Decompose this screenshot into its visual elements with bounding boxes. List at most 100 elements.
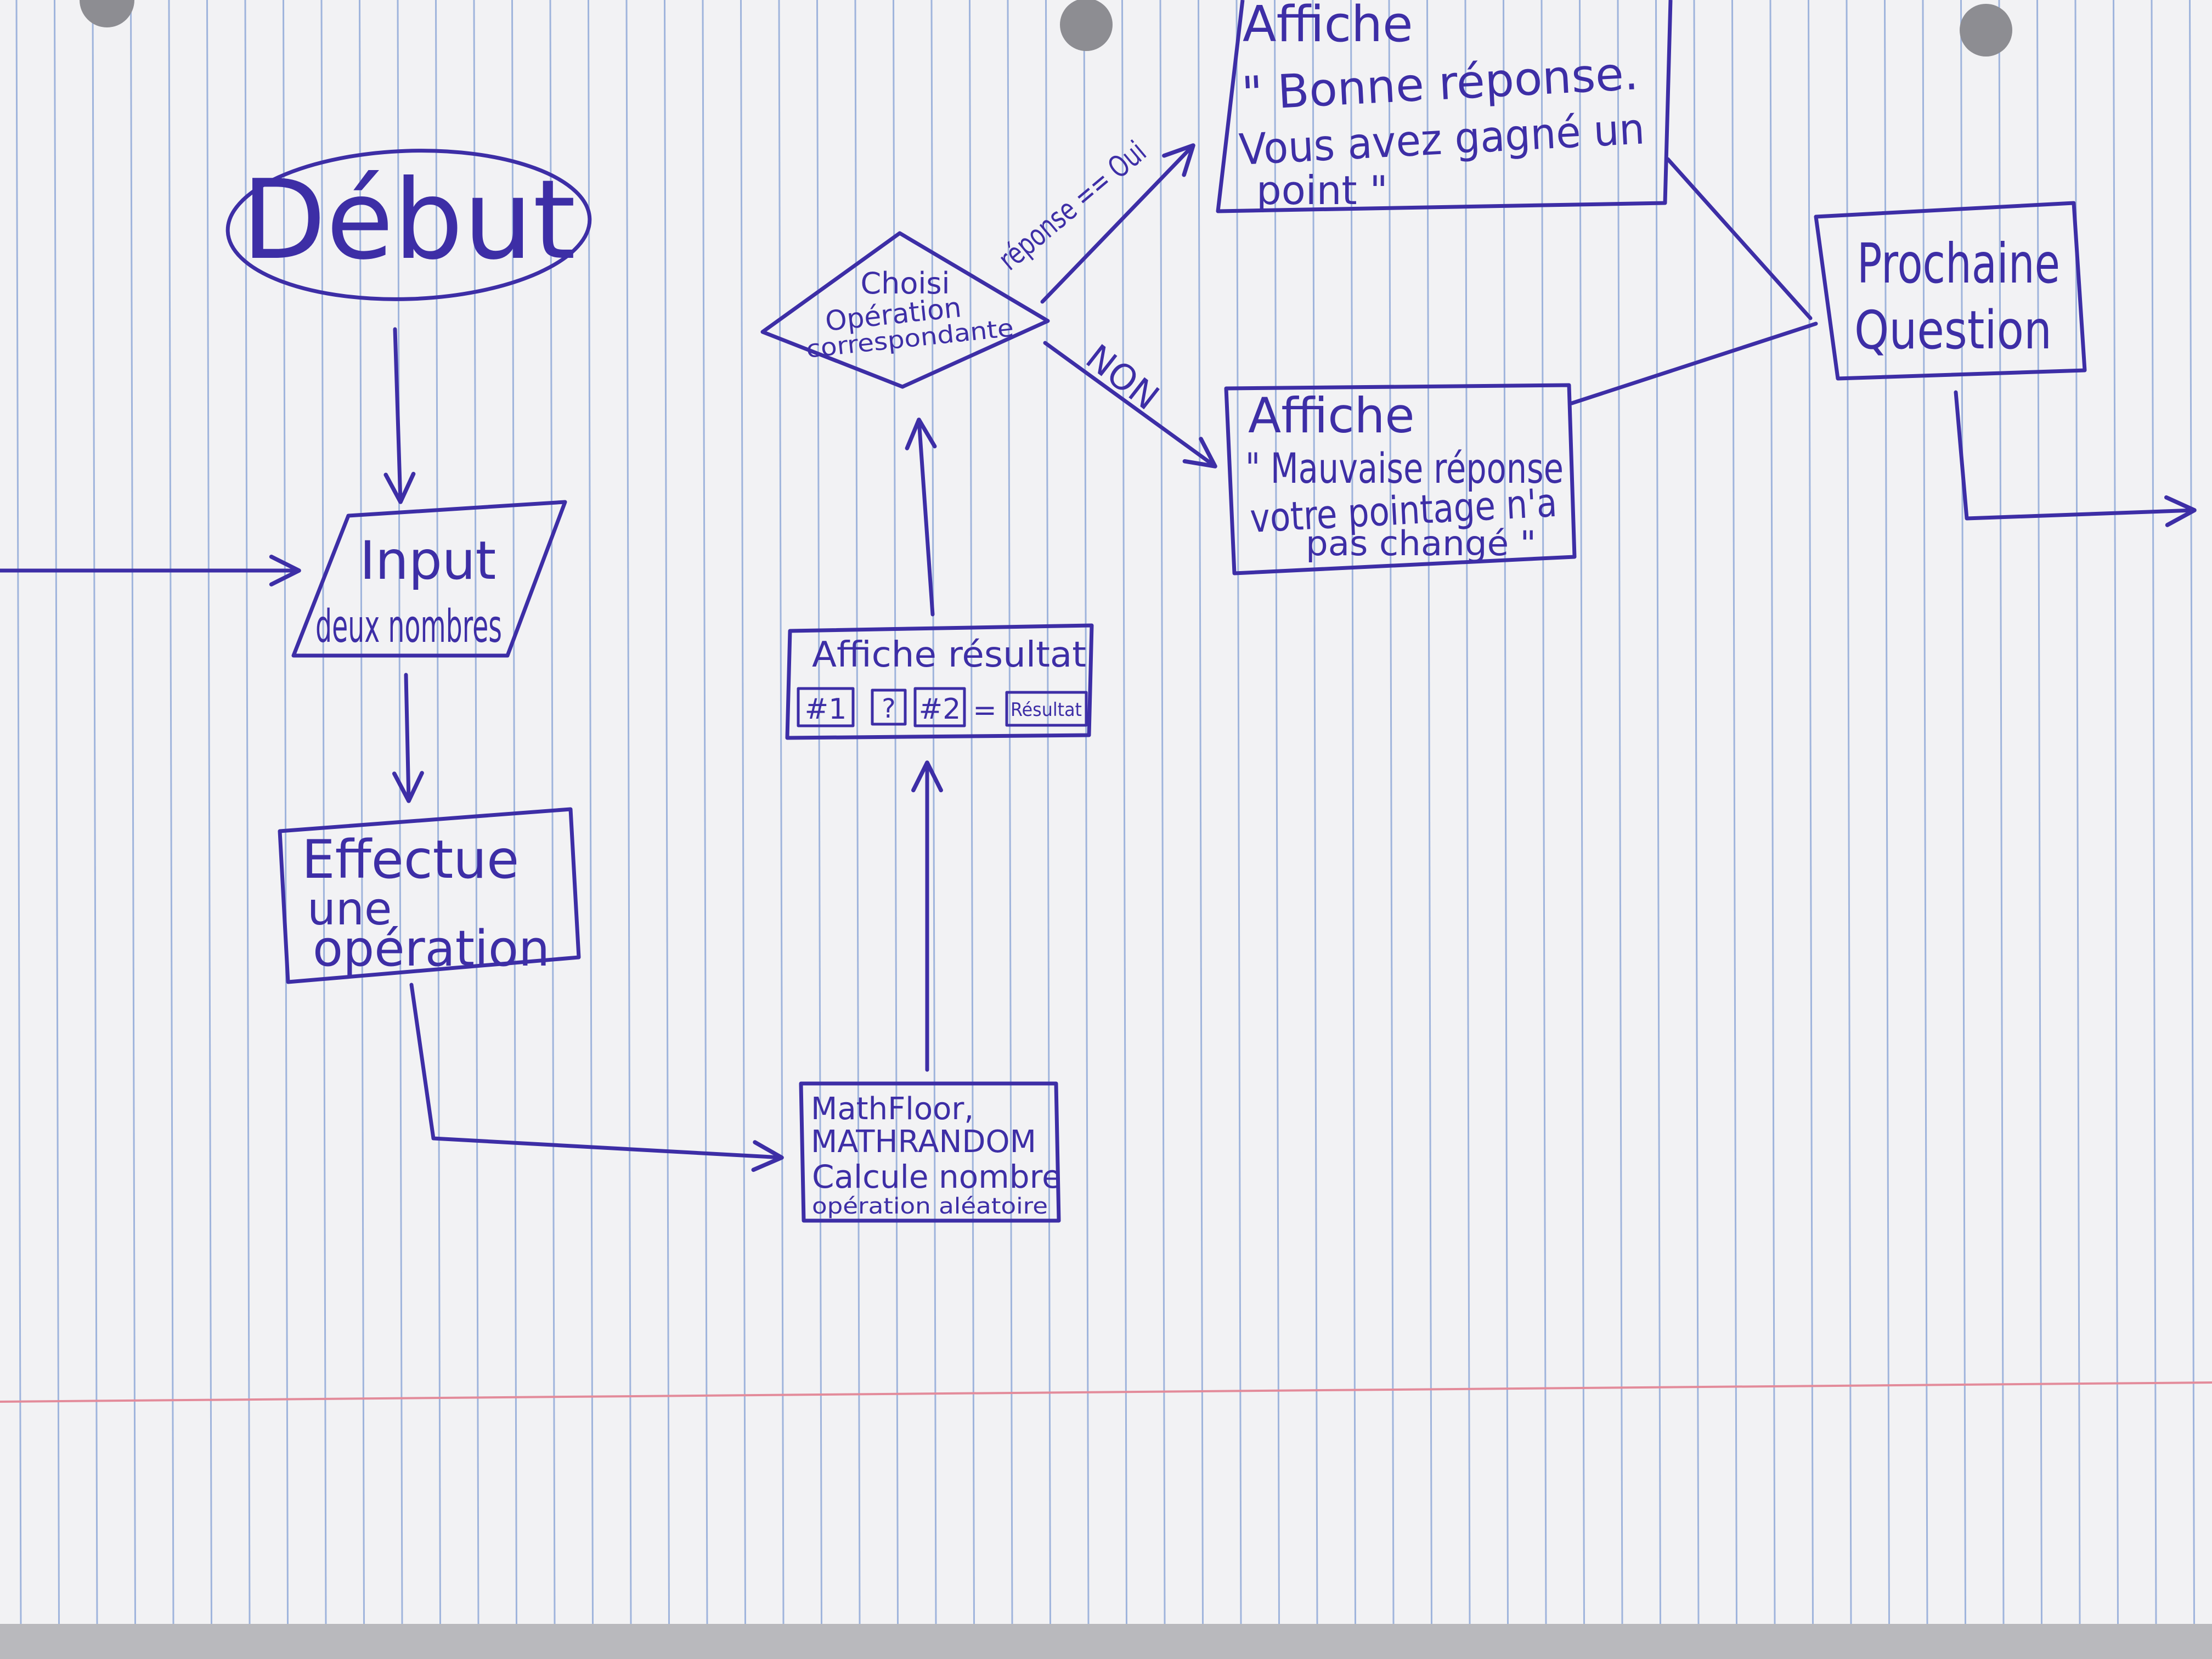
prochaine-line1: Prochaine [1857, 232, 2060, 296]
paper-rule-line [206, 0, 212, 1624]
edge-label-non: NON [1078, 337, 1166, 418]
paper-rule-line [1312, 0, 1318, 1624]
paper-rule-line [473, 0, 479, 1624]
arrow-prochaine-to-next [1954, 390, 2197, 527]
paper-rule-line [1769, 0, 1776, 1624]
paper-rule-line [2036, 0, 2042, 1624]
effectue-line3: opération [313, 920, 550, 978]
paper-rule-line [1655, 0, 1661, 1624]
paper-rule-line [1731, 0, 1737, 1624]
paper-rule-line [702, 0, 708, 1624]
node-bonne-reponse: Affiche " Bonne réponse. Vous avez gagné… [1216, 0, 1673, 213]
mathfloor-line1: MathFloor, [811, 1091, 974, 1127]
input-label-line2: deux nombres [315, 601, 502, 653]
paper-rule-line [740, 0, 746, 1624]
process-box-mathfloor [799, 1081, 1061, 1223]
paper-rule-line [1426, 0, 1432, 1624]
process-box-prochaine [1814, 201, 2087, 381]
paper-rule-line [397, 0, 403, 1624]
result-cell [1005, 691, 1088, 727]
paper-rule-line [1617, 0, 1623, 1624]
paper-rule-line [2113, 0, 2119, 1624]
paper-rule-line [1693, 0, 1700, 1624]
paper-rule-line [893, 0, 899, 1624]
bonne-line1: Affiche [1243, 0, 1413, 53]
equals-sign: = [973, 694, 997, 727]
operator-cell [871, 689, 907, 726]
paper-rule-line [1960, 0, 1966, 1624]
paper-rule-line [1121, 0, 1127, 1624]
arrow-choisi-to-mauvaise [1043, 341, 1217, 469]
line-mauvaise-to-prochaine [1570, 321, 1818, 405]
paper-rule-line [854, 0, 861, 1624]
prochaine-line2: Question [1854, 300, 2052, 361]
mauvaise-line1: Affiche [1248, 387, 1415, 444]
paper-rule-line [1464, 0, 1471, 1624]
node-prochaine-question: Prochaine Question [1814, 201, 2087, 381]
arrow-effectue-to-mathfloor [409, 983, 784, 1172]
paper-rule-line [1846, 0, 1852, 1624]
node-effectue: Effectue une opération [278, 807, 581, 984]
operator-cell-label: ? [882, 693, 895, 724]
mathfloor-line3: Calcule nombre [812, 1158, 1062, 1195]
binder-hole [1960, 4, 2012, 57]
paper-rule-line [130, 0, 136, 1624]
paper-rule-line [244, 0, 251, 1624]
paper-rule-line [54, 0, 60, 1624]
paper-rule-line [625, 0, 632, 1624]
bonne-line4: point " [1256, 167, 1388, 213]
arrow-choisi-to-bonne [1040, 143, 1195, 304]
paper-rule-line [1350, 0, 1356, 1624]
desk-shadow [0, 1624, 2212, 1659]
paper-rule-line [1159, 0, 1166, 1624]
paper-rule-line [1922, 0, 1928, 1624]
mauvaise-line4: pas changé " [1306, 523, 1536, 563]
binder-hole [1060, 0, 1113, 51]
operand-cell-2-label: #2 [919, 693, 961, 726]
paper-rule-line [92, 0, 98, 1624]
paper-rule-line [1198, 0, 1204, 1624]
arrow-input-to-effectue [392, 673, 424, 803]
paper-rule-line [2151, 0, 2157, 1624]
mathfloor-line2: MATHRANDOM [811, 1124, 1036, 1160]
paper-rule-line [1998, 0, 2005, 1624]
paper-rule-line [2189, 0, 2195, 1624]
paper-rule-line [1884, 0, 1890, 1624]
paper-rule-line [168, 0, 174, 1624]
mathfloor-line4: opération aléatoire [812, 1194, 1048, 1219]
operand-cell-1-label: #1 [805, 693, 847, 726]
paper-rule-line [435, 0, 441, 1624]
arrow-resultat-to-choisi [905, 417, 937, 617]
output-box-bonne [1216, 0, 1673, 213]
node-affiche-resultat: Affiche résultat #1 ? #2 = Résultat [785, 623, 1094, 740]
line-bonne-to-prochaine [1666, 157, 1813, 320]
paper-rule-line [283, 0, 289, 1624]
node-debut: Début [225, 149, 592, 301]
effectue-line2: une [307, 883, 392, 935]
paper-rule-line [969, 0, 975, 1624]
edge-label-oui: réponse == Oui [992, 134, 1153, 277]
process-box-effectue [278, 807, 581, 984]
mauvaise-line2: " Mauvaise réponse [1245, 444, 1564, 493]
node-mauvaise-reponse: Affiche " Mauvaise réponse votre pointag… [1224, 383, 1577, 575]
result-cell-label: Résultat [1011, 699, 1082, 721]
paper-rule-line [1083, 0, 1090, 1624]
paper-rule-line [1808, 0, 1814, 1624]
operand-cell-1 [797, 687, 855, 727]
start-terminal-oval [225, 149, 592, 301]
paper-rule-line [1045, 0, 1051, 1624]
input-parallelogram [291, 500, 567, 658]
paper-rule-line [588, 0, 594, 1624]
paper-rule-line [1274, 0, 1280, 1624]
paper-rule-line [320, 0, 327, 1624]
operand-cell-2 [913, 687, 966, 727]
node-input: Input deux nombres [291, 500, 567, 658]
paper-rule-line [816, 0, 822, 1624]
output-box-mauvaise [1224, 383, 1577, 575]
paper-margin-line [0, 1381, 2212, 1403]
paper-rule-line [15, 0, 22, 1624]
